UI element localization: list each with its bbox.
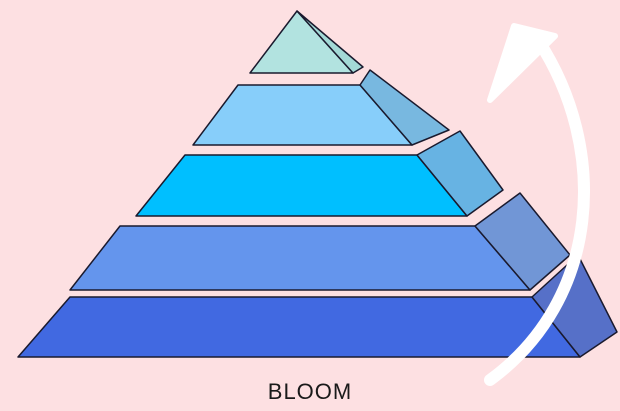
pyramid-tier-2	[193, 70, 449, 145]
pyramid-tier-5-front	[18, 297, 580, 357]
pyramid-tier-1	[250, 11, 363, 73]
pyramid-tier-3-front	[136, 155, 467, 216]
pyramid-tier-4-front	[70, 226, 530, 290]
pyramid-tier-1-front	[250, 11, 353, 73]
diagram-caption: BLOOM	[0, 379, 620, 405]
